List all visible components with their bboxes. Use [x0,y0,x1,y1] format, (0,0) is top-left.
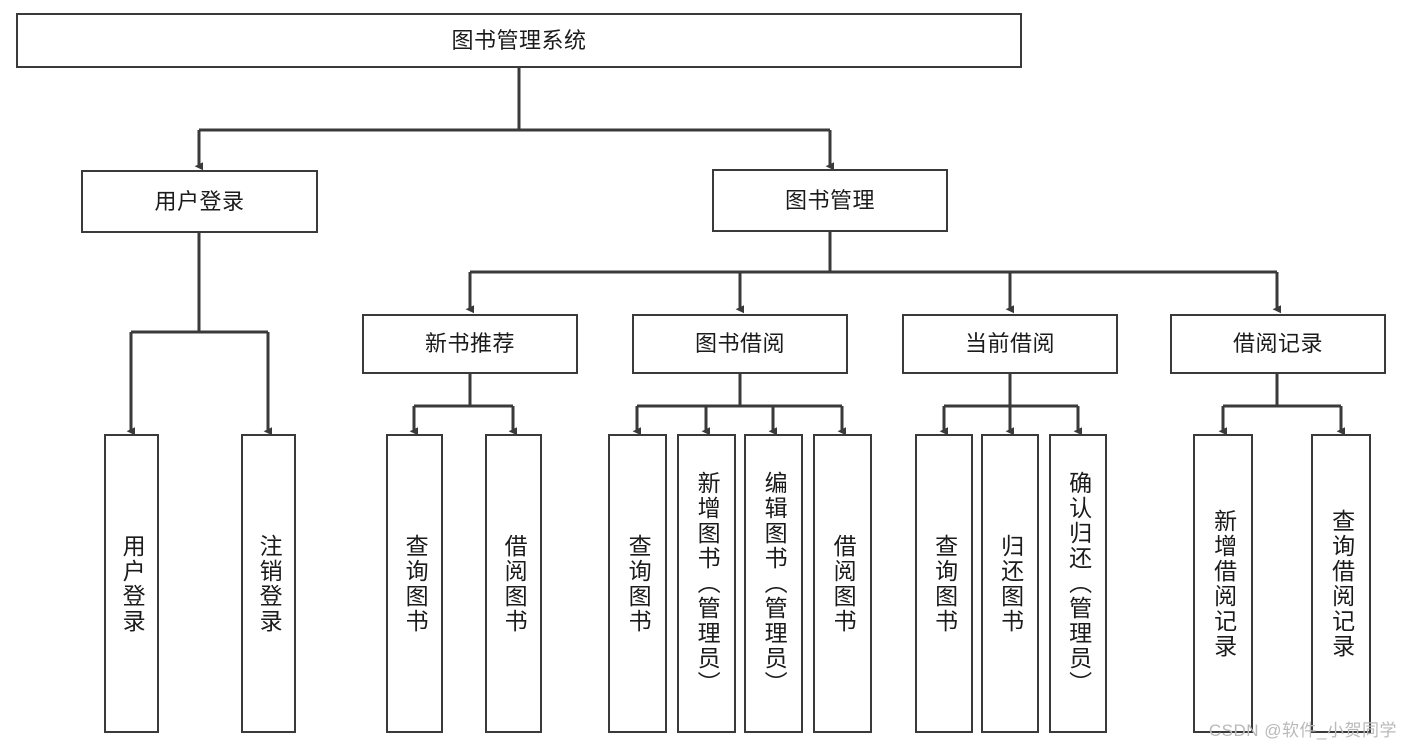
node-new-book-recommend[interactable]: 新书推荐 [362,314,578,374]
leaf-borrow-book-2[interactable]: 借阅图书 [813,434,872,733]
node-borrow-record-label: 借阅记录 [1232,331,1323,357]
leaf-query-book-3[interactable]: 查询图书 [915,434,973,733]
node-user-login-label: 用户登录 [154,188,245,214]
leaf-edit-book-label: 编辑图书（管理员） [761,471,788,696]
leaf-query-book-2-label: 查询图书 [625,533,652,634]
leaf-query-book-3-label: 查询图书 [931,533,958,634]
leaf-add-record[interactable]: 新增借阅记录 [1193,434,1253,733]
node-root-system-label: 图书管理系统 [451,27,587,53]
node-book-manage[interactable]: 图书管理 [712,169,948,232]
node-user-login[interactable]: 用户登录 [81,170,318,233]
leaf-user-login[interactable]: 用户登录 [104,434,159,733]
leaf-query-record-label: 查询借阅记录 [1328,508,1355,659]
leaf-logout[interactable]: 注销登录 [241,434,296,733]
node-book-borrow-label: 图书借阅 [694,331,785,357]
leaf-borrow-book-1-label: 借阅图书 [501,533,528,634]
leaf-return-book-label: 归还图书 [997,533,1024,634]
leaf-user-login-label: 用户登录 [119,533,146,634]
leaf-add-book[interactable]: 新增图书（管理员） [677,434,736,733]
csdn-watermark: CSDN @软件_小贺同学 [1208,721,1397,740]
leaf-confirm-return[interactable]: 确认归还（管理员） [1049,434,1107,733]
node-current-borrow[interactable]: 当前借阅 [902,314,1118,374]
leaf-add-book-label: 新增图书（管理员） [694,471,721,696]
leaf-borrow-book-1[interactable]: 借阅图书 [485,434,542,733]
node-borrow-record[interactable]: 借阅记录 [1170,314,1386,374]
leaf-query-book-1[interactable]: 查询图书 [386,434,443,733]
leaf-add-record-label: 新增借阅记录 [1210,508,1237,659]
leaf-query-book-2[interactable]: 查询图书 [608,434,667,733]
leaf-query-record[interactable]: 查询借阅记录 [1311,434,1371,733]
node-new-book-recommend-label: 新书推荐 [424,331,515,357]
node-book-borrow[interactable]: 图书借阅 [632,314,848,374]
leaf-edit-book[interactable]: 编辑图书（管理员） [744,434,803,733]
node-book-manage-label: 图书管理 [784,187,875,213]
leaf-return-book[interactable]: 归还图书 [981,434,1039,733]
leaf-borrow-book-2-label: 借阅图书 [830,533,857,634]
leaf-confirm-return-label: 确认归还（管理员） [1065,471,1092,696]
leaf-logout-label: 注销登录 [256,533,283,634]
node-root-system[interactable]: 图书管理系统 [16,13,1022,68]
leaf-query-book-1-label: 查询图书 [402,533,429,634]
node-current-borrow-label: 当前借阅 [964,331,1055,357]
